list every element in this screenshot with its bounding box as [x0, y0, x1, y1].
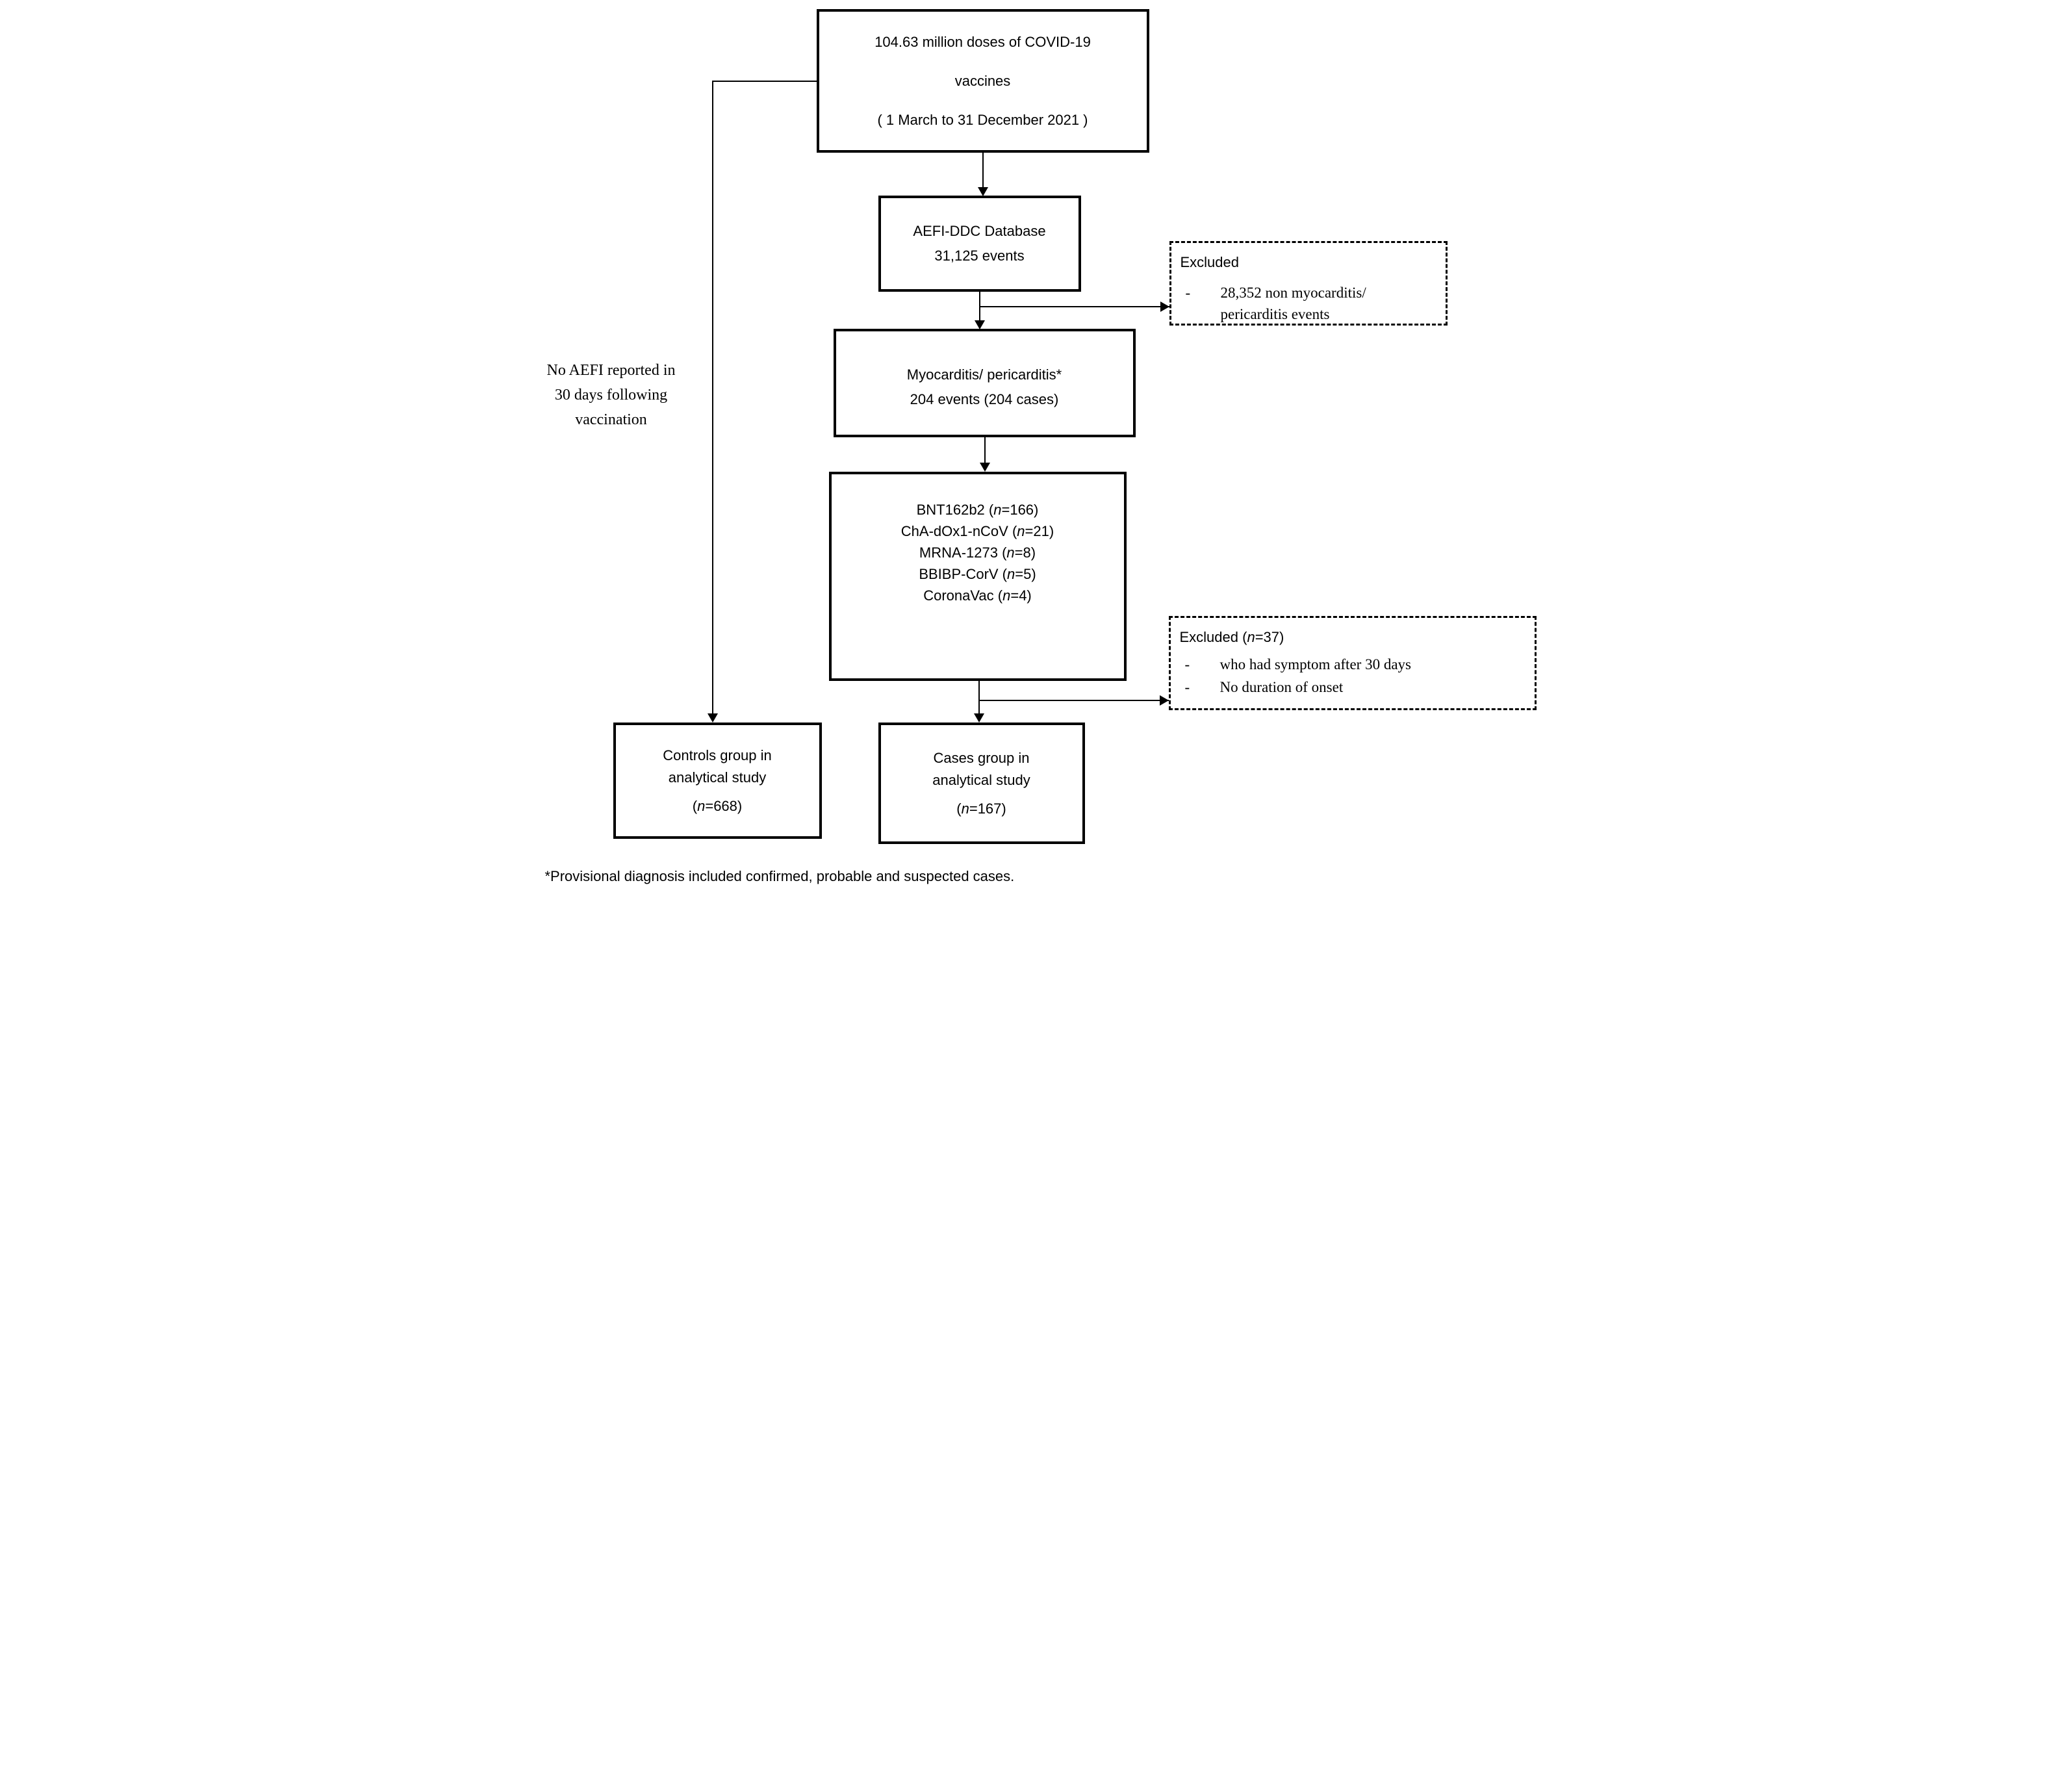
myocarditis-box: Myocarditis/ pericarditis* 204 events (2…: [833, 329, 1136, 437]
controls-group-line-1: Controls group in: [663, 747, 772, 763]
connector-branch-to-excluded-1: [978, 306, 1170, 307]
cases-group-line-1: Cases group in: [933, 749, 1030, 766]
total-doses-line-3: ( 1 March to 31 December 2021 ): [877, 111, 1088, 128]
no-aefi-label-line-2: 30 days following: [554, 387, 668, 403]
arrowhead-into-controls-box: [707, 713, 718, 723]
arrowhead-into-cases-box: [973, 713, 984, 723]
myocarditis-line-2: 204 events (204 cases): [910, 390, 1059, 407]
connector-doses-to-aefi: [982, 153, 984, 188]
excluded-n37-box: Excluded (n=37) - who had symptom after …: [1168, 616, 1537, 710]
arrowhead-into-excluded-2: [1159, 695, 1169, 706]
cases-group-line-2: analytical study: [932, 771, 1030, 788]
excluded-1-bullet-text-1: 28,352 non myocarditis/: [1220, 285, 1366, 301]
vaccine-line-bbibp: BBIBP-CorV (n=5): [919, 566, 1036, 582]
bullet-dash-icon: -: [1184, 656, 1190, 672]
controls-group-line-2: analytical study: [668, 769, 767, 786]
excluded-1-header: Excluded: [1180, 254, 1240, 270]
arrowhead-into-myocarditis-box: [974, 320, 985, 329]
myocarditis-line-1: Myocarditis/ pericarditis*: [906, 366, 1062, 383]
excluded-2-header: Excluded (n=37): [1179, 629, 1284, 645]
bullet-dash-icon: -: [1185, 285, 1191, 301]
excluded-2-bullet-text-1: who had symptom after 30 days: [1219, 656, 1411, 672]
vaccine-line-chadox1: ChA-dOx1-nCoV (n=21): [900, 523, 1054, 539]
excluded-1-bullet-text-2: pericarditis events: [1220, 306, 1330, 322]
excluded-2-bullet-text-2: No duration of onset: [1219, 679, 1344, 695]
total-doses-line-1: 104.63 million doses of COVID-19: [874, 33, 1091, 50]
no-aefi-label-line-3: vaccination: [575, 411, 647, 428]
controls-group-n: (n=668): [692, 797, 743, 814]
excluded-2-bullet-2: - No duration of onset: [1171, 676, 1535, 698]
no-aefi-label: No AEFI reported in 30 days following va…: [517, 358, 706, 432]
arrowhead-into-aefi-box: [977, 187, 988, 196]
excluded-1-bullet-line-1: - 28,352 non myocarditis/: [1171, 282, 1446, 303]
total-doses-line-2: vaccines: [954, 72, 1011, 89]
arrowhead-into-vaccines-box: [979, 463, 990, 472]
connector-doses-to-controls-horizontal: [712, 81, 817, 82]
vaccine-line-coronavac: CoronaVac (n=4): [923, 587, 1032, 604]
excluded-1-bullet-line-2: pericarditis events: [1171, 303, 1446, 325]
connector-branch-to-excluded-2: [978, 700, 1169, 701]
cases-group-box: Cases group in analytical study (n=167): [878, 723, 1085, 844]
cases-group-n: (n=167): [956, 800, 1006, 817]
footnote: *Provisional diagnosis included confirme…: [544, 868, 1015, 884]
study-flow-diagram: 104.63 million doses of COVID-19 vaccine…: [513, 0, 1542, 896]
vaccine-line-bnt162b2: BNT162b2 (n=166): [916, 502, 1039, 518]
connector-vaccines-to-cases: [978, 681, 980, 714]
vaccine-line-mrna1273: MRNA-1273 (n=8): [919, 544, 1036, 561]
aefi-database-line-1: AEFI-DDC Database: [913, 223, 1046, 239]
total-doses-box: 104.63 million doses of COVID-19 vaccine…: [816, 9, 1149, 153]
vaccine-breakdown-box: BNT162b2 (n=166) ChA-dOx1-nCoV (n=21) MR…: [828, 472, 1127, 681]
aefi-database-box: AEFI-DDC Database 31,125 events: [878, 196, 1081, 292]
connector-myocarditis-to-vaccines: [984, 437, 986, 463]
connector-doses-to-controls-vertical: [711, 81, 713, 715]
excluded-2-bullet-1: - who had symptom after 30 days: [1171, 653, 1535, 676]
bullet-dash-icon: -: [1184, 679, 1190, 695]
no-aefi-label-line-1: No AEFI reported in: [546, 362, 676, 379]
arrowhead-into-excluded-1: [1160, 301, 1169, 312]
aefi-database-line-2: 31,125 events: [934, 248, 1025, 264]
excluded-non-myocarditis-box: Excluded - 28,352 non myocarditis/ peric…: [1169, 241, 1448, 326]
controls-group-box: Controls group in analytical study (n=66…: [613, 723, 822, 839]
